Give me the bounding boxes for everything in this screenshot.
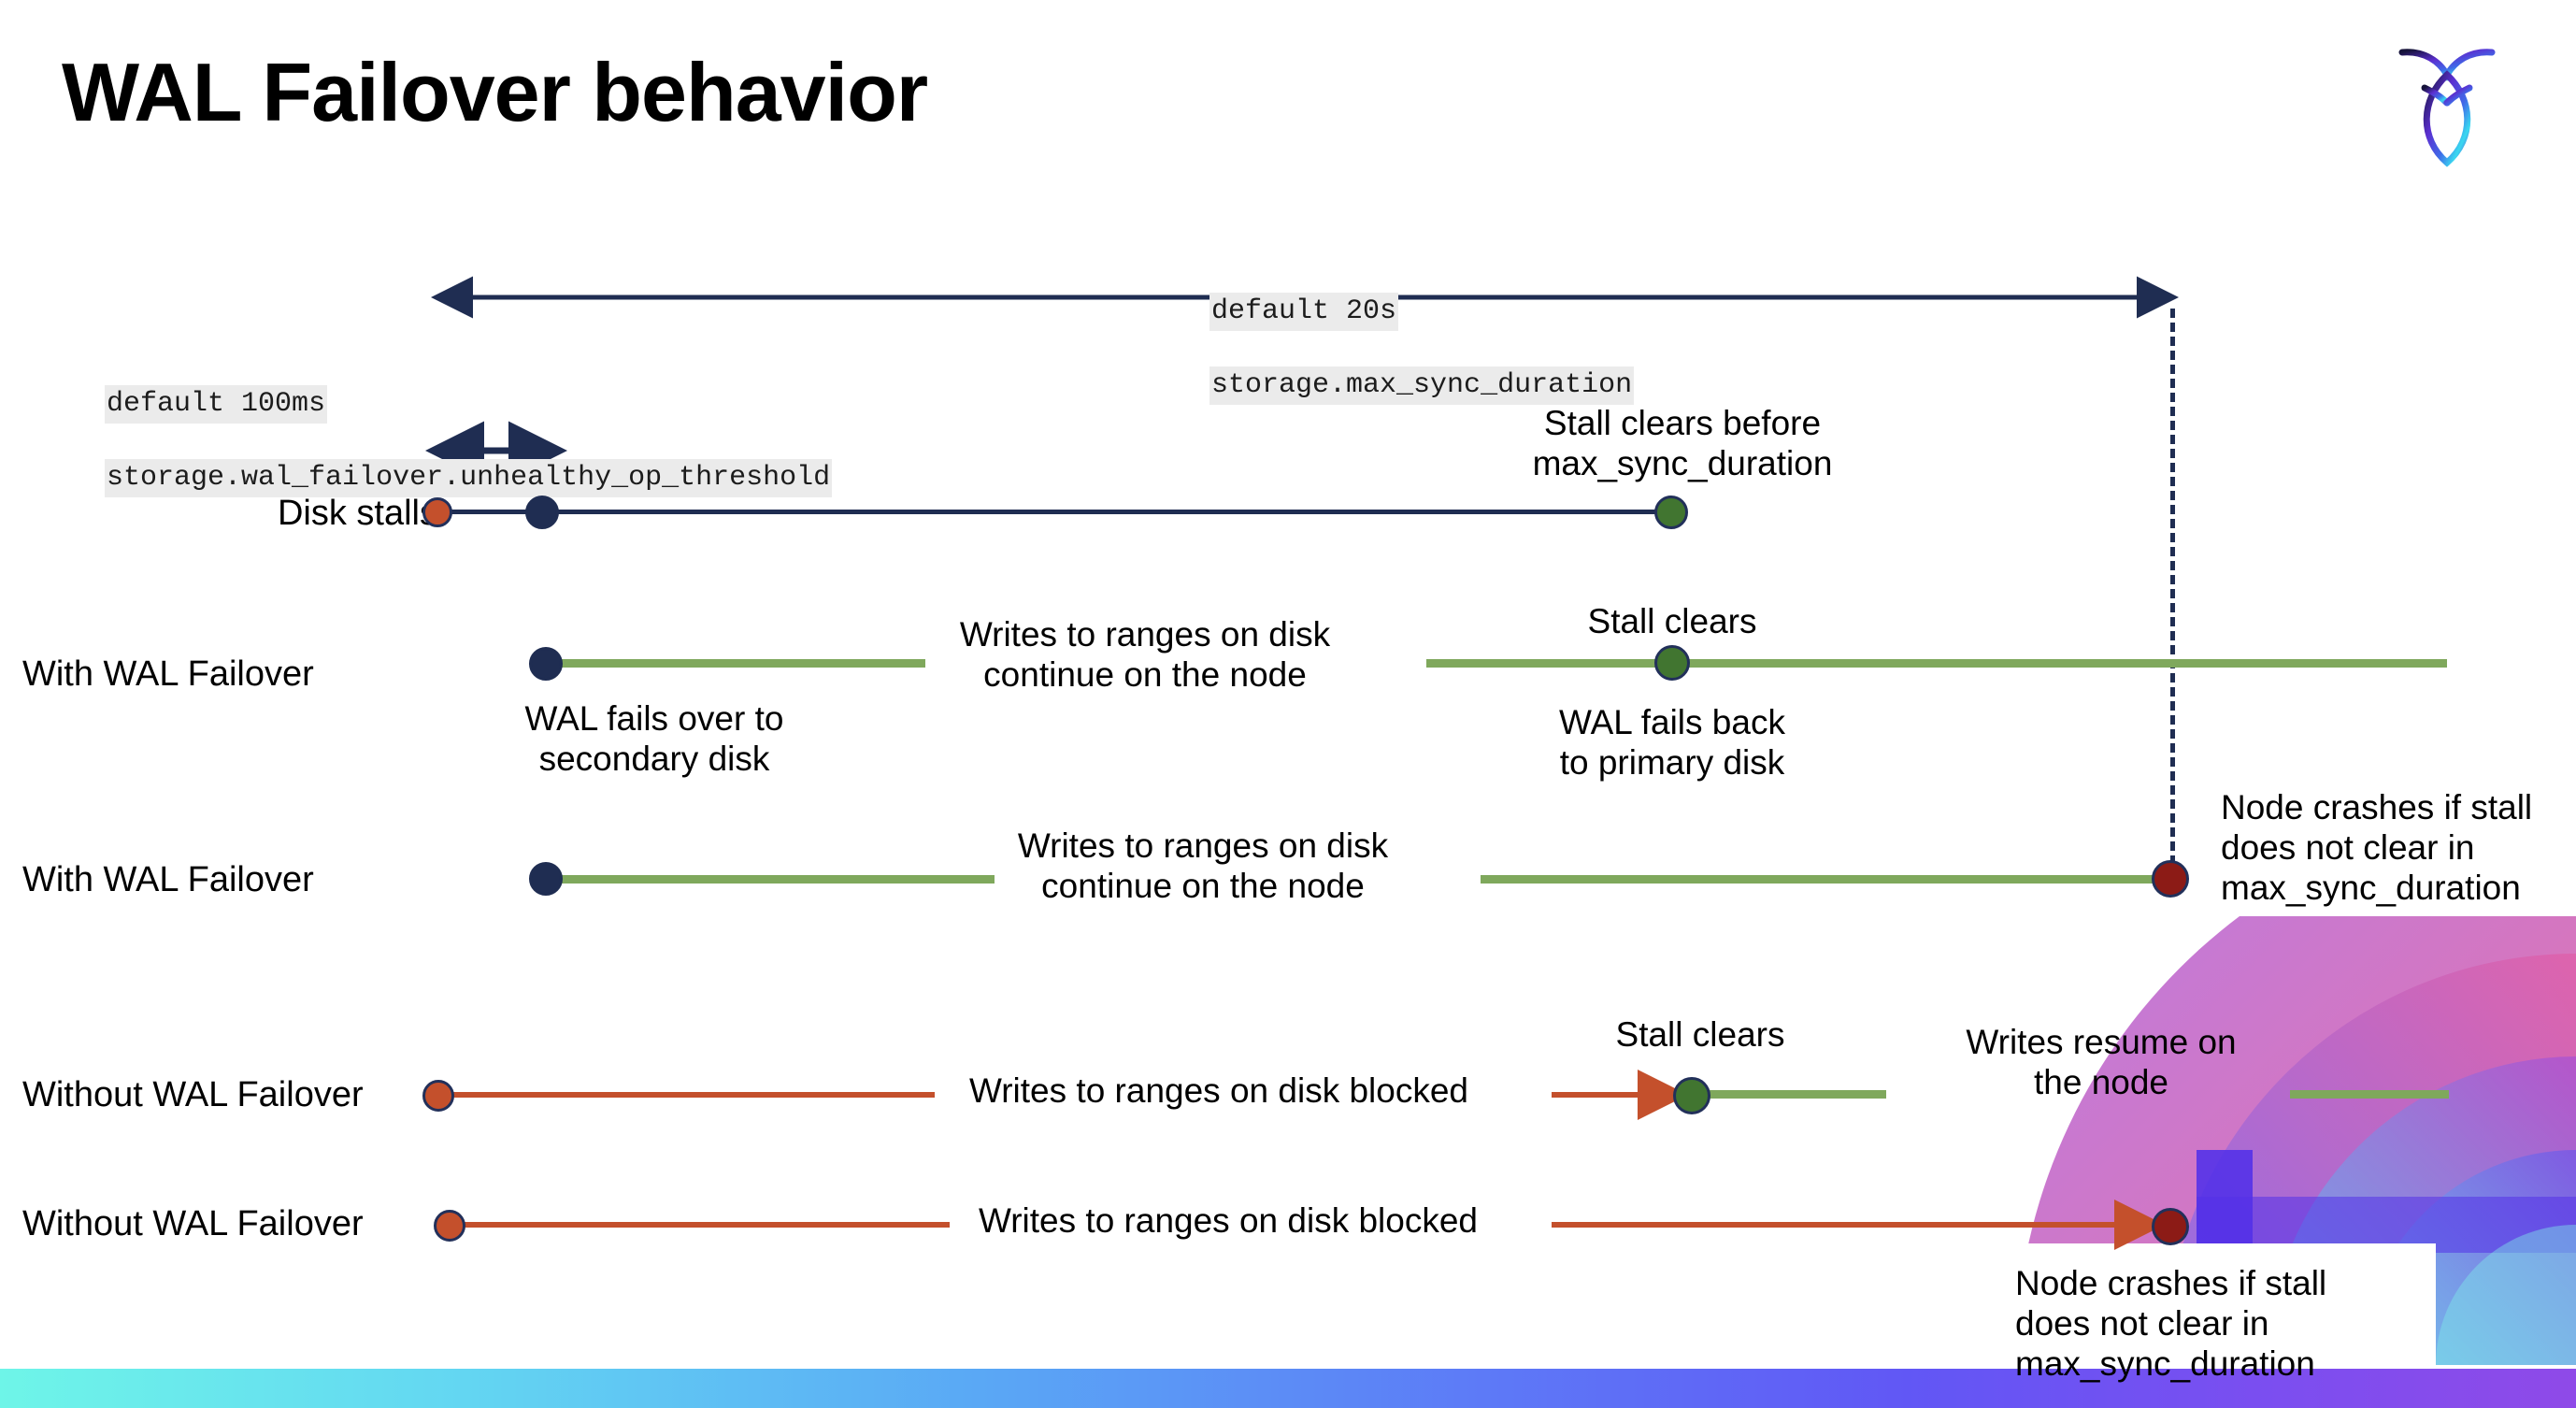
annotation-writes-blocked-1: Writes to ranges on disk blocked bbox=[968, 1071, 1469, 1110]
disk-stall-clear-dot bbox=[1654, 496, 1688, 529]
bottom-gradient-bar bbox=[0, 1369, 2576, 1408]
annotation-stall-clears-2: Stall clears bbox=[1615, 1015, 1785, 1054]
row-label-without-wal-failover-2: Without WAL Failover bbox=[22, 1204, 364, 1243]
annotation-node-crashes-1: Node crashes if stall does not clear in … bbox=[2221, 788, 2533, 907]
cockroachdb-logo-icon bbox=[2382, 26, 2512, 176]
node-crash-dot-2 bbox=[2152, 1208, 2189, 1245]
without-wal-stall-start-dot-1 bbox=[422, 1080, 454, 1112]
max-sync-setting-name: storage.max_sync_duration bbox=[1209, 366, 1635, 405]
annotation-writes-continue-1: Writes to ranges on disk continue on the… bbox=[959, 615, 1331, 694]
annotation-wal-fails-back: WAL fails back to primary disk bbox=[1559, 703, 1785, 782]
unhealthy-default-label: default 100ms bbox=[105, 385, 328, 424]
max-sync-duration-dropline bbox=[2170, 309, 2175, 879]
annotation-writes-continue-2: Writes to ranges on disk continue on the… bbox=[1017, 826, 1389, 905]
row-label-with-wal-failover-1: With WAL Failover bbox=[22, 654, 314, 694]
without-wal-timeline-1-seg3 bbox=[2290, 1090, 2449, 1099]
annotation-writes-blocked-2: Writes to ranges on disk blocked bbox=[978, 1201, 1479, 1240]
annotation-wal-fails-over: WAL fails over to secondary disk bbox=[524, 699, 784, 778]
max-sync-default-label: default 20s bbox=[1209, 293, 1399, 331]
max-sync-duration-setting-tag: default 20s storage.max_sync_duration bbox=[1142, 257, 1635, 440]
with-wal-failover-start-dot-2 bbox=[529, 862, 563, 896]
with-wal-failover-start-dot-1 bbox=[529, 647, 563, 681]
disk-stalls-timeline bbox=[436, 510, 1681, 514]
without-wal-stall-start-dot-2 bbox=[434, 1210, 465, 1242]
with-wal-timeline-2-seg2 bbox=[1481, 875, 2172, 884]
row-label-without-wal-failover-1: Without WAL Failover bbox=[22, 1075, 364, 1114]
with-wal-timeline-1-seg1 bbox=[542, 659, 925, 668]
without-wal-stall-clear-dot-1 bbox=[1673, 1077, 1710, 1114]
annotation-stall-clears-1: Stall clears bbox=[1587, 602, 1757, 640]
without-wal-timeline-1-seg2 bbox=[1707, 1090, 1886, 1099]
row-label-disk-stalls: Disk stalls bbox=[277, 494, 437, 533]
row-label-with-wal-failover-2: With WAL Failover bbox=[22, 860, 314, 899]
disk-stall-start-dot bbox=[422, 497, 452, 527]
annotation-writes-resume: Writes resume on the node bbox=[1966, 1023, 2237, 1101]
page-title: WAL Failover behavior bbox=[62, 46, 928, 138]
without-wal-timeline-2-seg1 bbox=[462, 1222, 950, 1228]
node-crash-dot-1 bbox=[2152, 860, 2189, 898]
unhealthy-threshold-setting-tag: default 100ms storage.wal_failover.unhea… bbox=[37, 350, 833, 533]
with-wal-timeline-1-seg2 bbox=[1426, 659, 2447, 668]
with-wal-timeline-2-seg1 bbox=[542, 875, 995, 884]
unhealthy-setting-name: storage.wal_failover.unhealthy_op_thresh… bbox=[105, 459, 833, 497]
annotation-stall-clears-before: Stall clears before max_sync_duration bbox=[1532, 404, 1833, 482]
disk-stall-failover-dot bbox=[525, 496, 559, 529]
with-wal-stall-clear-dot-1 bbox=[1654, 645, 1690, 681]
without-wal-timeline-1-seg1 bbox=[451, 1092, 935, 1098]
annotation-node-crashes-2: Node crashes if stall does not clear in … bbox=[2015, 1264, 2327, 1383]
